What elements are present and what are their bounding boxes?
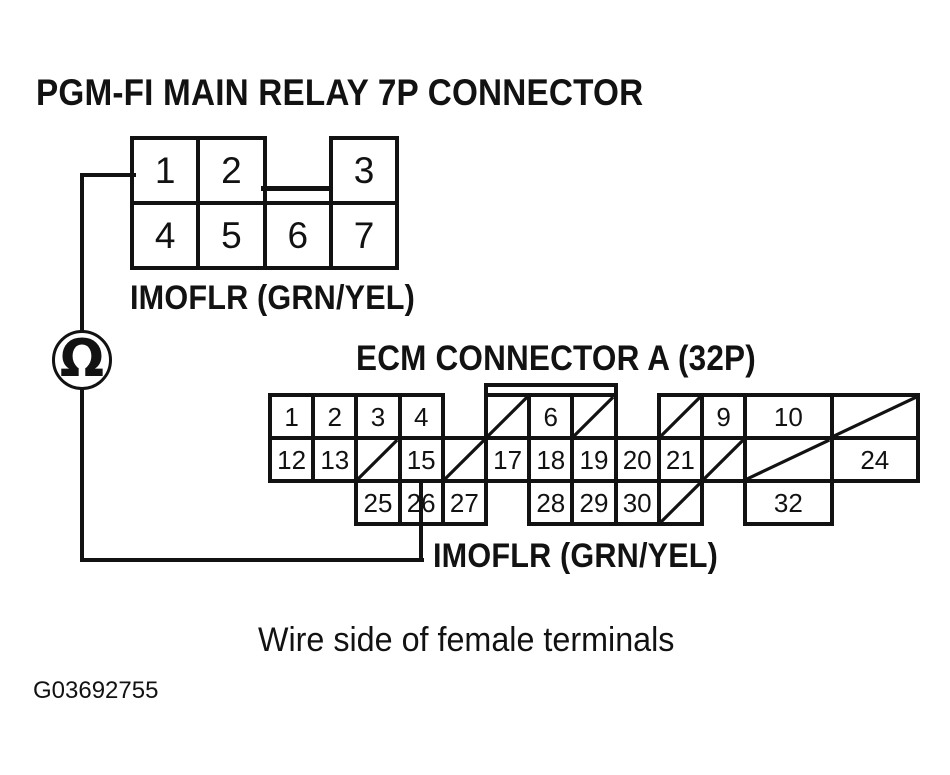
- ecm-pin-label: 4: [413, 401, 429, 432]
- crossed-out-diagonal: [661, 397, 700, 436]
- ecm-pin-label: 17: [493, 444, 523, 475]
- relay-pin-6: 6: [262, 201, 333, 270]
- ecm-pin-label: 20: [622, 444, 652, 475]
- wire-lower-vertical: [80, 388, 84, 562]
- ecm-pin-label: 13: [320, 444, 350, 475]
- ecm-pin-17: 17: [484, 436, 532, 483]
- crossed-out-diagonal: [661, 483, 700, 522]
- wire-relay-lead: [80, 173, 136, 177]
- ecm-unused-cell: [743, 436, 834, 483]
- ecm-pin-10: 10: [743, 393, 834, 440]
- ecm-unused-cell: [700, 436, 748, 483]
- ecm-pin-15: 15: [397, 436, 445, 483]
- ecm-pin-19: 19: [570, 436, 618, 483]
- crossed-out-diagonal: [704, 440, 743, 479]
- ecm-pin-29: 29: [570, 479, 618, 526]
- ecm-pin-label: 12: [277, 444, 307, 475]
- ecm-pin-label: 30: [622, 487, 652, 518]
- ecm-pin-label: 27: [449, 487, 479, 518]
- ecm-pin-24: 24: [829, 436, 920, 483]
- ohm-symbol: Ω: [59, 328, 105, 389]
- ecm-wire-label: IMOFLR (GRN/YEL): [433, 537, 719, 575]
- relay-pin-label: 6: [287, 215, 309, 256]
- page-title: PGM-FI MAIN RELAY 7P CONNECTOR: [36, 72, 644, 113]
- ecm-unused-cell: [484, 393, 532, 440]
- ecm-unused-cell: [570, 393, 618, 440]
- ecm-pin-label: 2: [327, 401, 343, 432]
- ecm-unused-cell: [656, 479, 704, 526]
- crossed-out-diagonal: [445, 440, 484, 479]
- ecm-pin-label: 15: [406, 444, 436, 475]
- ecm-pin-18: 18: [527, 436, 575, 483]
- ecm-pin-label: 6: [543, 401, 559, 432]
- ecm-pin-13: 13: [311, 436, 359, 483]
- crossed-out-diagonal: [488, 397, 527, 436]
- relay-pin-label: 7: [353, 215, 375, 256]
- ecm-pin-label: 18: [536, 444, 566, 475]
- relay-pin-1: 1: [130, 136, 201, 205]
- wire-ecm-lead: [419, 479, 423, 562]
- ecm-unused-cell: [829, 393, 920, 440]
- relay-connector-notch: [261, 186, 333, 191]
- ecm-unused-cell: [440, 436, 488, 483]
- wire-side-caption: Wire side of female terminals: [258, 621, 675, 659]
- crossed-out-diagonal: [834, 397, 916, 436]
- ecm-pin-label: 25: [363, 487, 393, 518]
- ecm-pin-28: 28: [527, 479, 575, 526]
- ecm-pin-20: 20: [613, 436, 661, 483]
- ecm-pin-21: 21: [656, 436, 704, 483]
- ecm-unused-cell: [354, 436, 402, 483]
- ecm-pin-4: 4: [397, 393, 445, 440]
- figure-id: G03692755: [33, 677, 159, 704]
- ecm-pin-1: 1: [268, 393, 316, 440]
- relay-pin-label: 3: [353, 150, 375, 191]
- ecm-pin-27: 27: [440, 479, 488, 526]
- ecm-pin-label: 24: [860, 444, 890, 475]
- relay-pin-3: 3: [328, 136, 400, 205]
- ecm-pin-30: 30: [613, 479, 661, 526]
- crossed-out-diagonal: [574, 397, 613, 436]
- crossed-out-diagonal: [747, 440, 829, 479]
- ecm-pin-label: 9: [716, 401, 731, 432]
- relay-pin-5: 5: [196, 201, 267, 270]
- ecm-pin-6: 6: [527, 393, 575, 440]
- ecm-pin-label: 10: [773, 401, 803, 432]
- ecm-pin-label: 3: [370, 401, 386, 432]
- ecm-pin-label: 19: [579, 444, 609, 475]
- wire-upper-vertical: [80, 173, 84, 333]
- ecm-unused-cell: [656, 393, 704, 440]
- ecm-pin-25: 25: [354, 479, 402, 526]
- ecm-pin-label: 21: [665, 444, 695, 475]
- ecm-connector-title: ECM CONNECTOR A (32P): [356, 339, 756, 378]
- relay-wire-label: IMOFLR (GRN/YEL): [130, 279, 416, 317]
- ecm-pin-label: 29: [579, 487, 609, 518]
- relay-pin-label: 5: [221, 215, 242, 256]
- ohmmeter: Ω: [52, 330, 112, 390]
- ecm-pin-3: 3: [354, 393, 402, 440]
- ecm-pin-2: 2: [311, 393, 359, 440]
- ecm-pin-9: 9: [700, 393, 748, 440]
- crossed-out-diagonal: [358, 440, 397, 479]
- relay-pin-label: 4: [154, 215, 176, 256]
- relay-pin-2: 2: [196, 136, 267, 205]
- relay-pin-label: 1: [154, 150, 176, 191]
- relay-pin-label: 2: [221, 150, 242, 191]
- ecm-pin-12: 12: [268, 436, 316, 483]
- ecm-pin-32: 32: [743, 479, 834, 526]
- ecm-pin-label: 28: [536, 487, 566, 518]
- wire-bottom-run: [80, 558, 424, 562]
- ecm-pin-label: 32: [773, 487, 803, 518]
- ecm-pin-label: 1: [284, 401, 299, 432]
- relay-pin-7: 7: [328, 201, 400, 270]
- relay-pin-4: 4: [130, 201, 201, 270]
